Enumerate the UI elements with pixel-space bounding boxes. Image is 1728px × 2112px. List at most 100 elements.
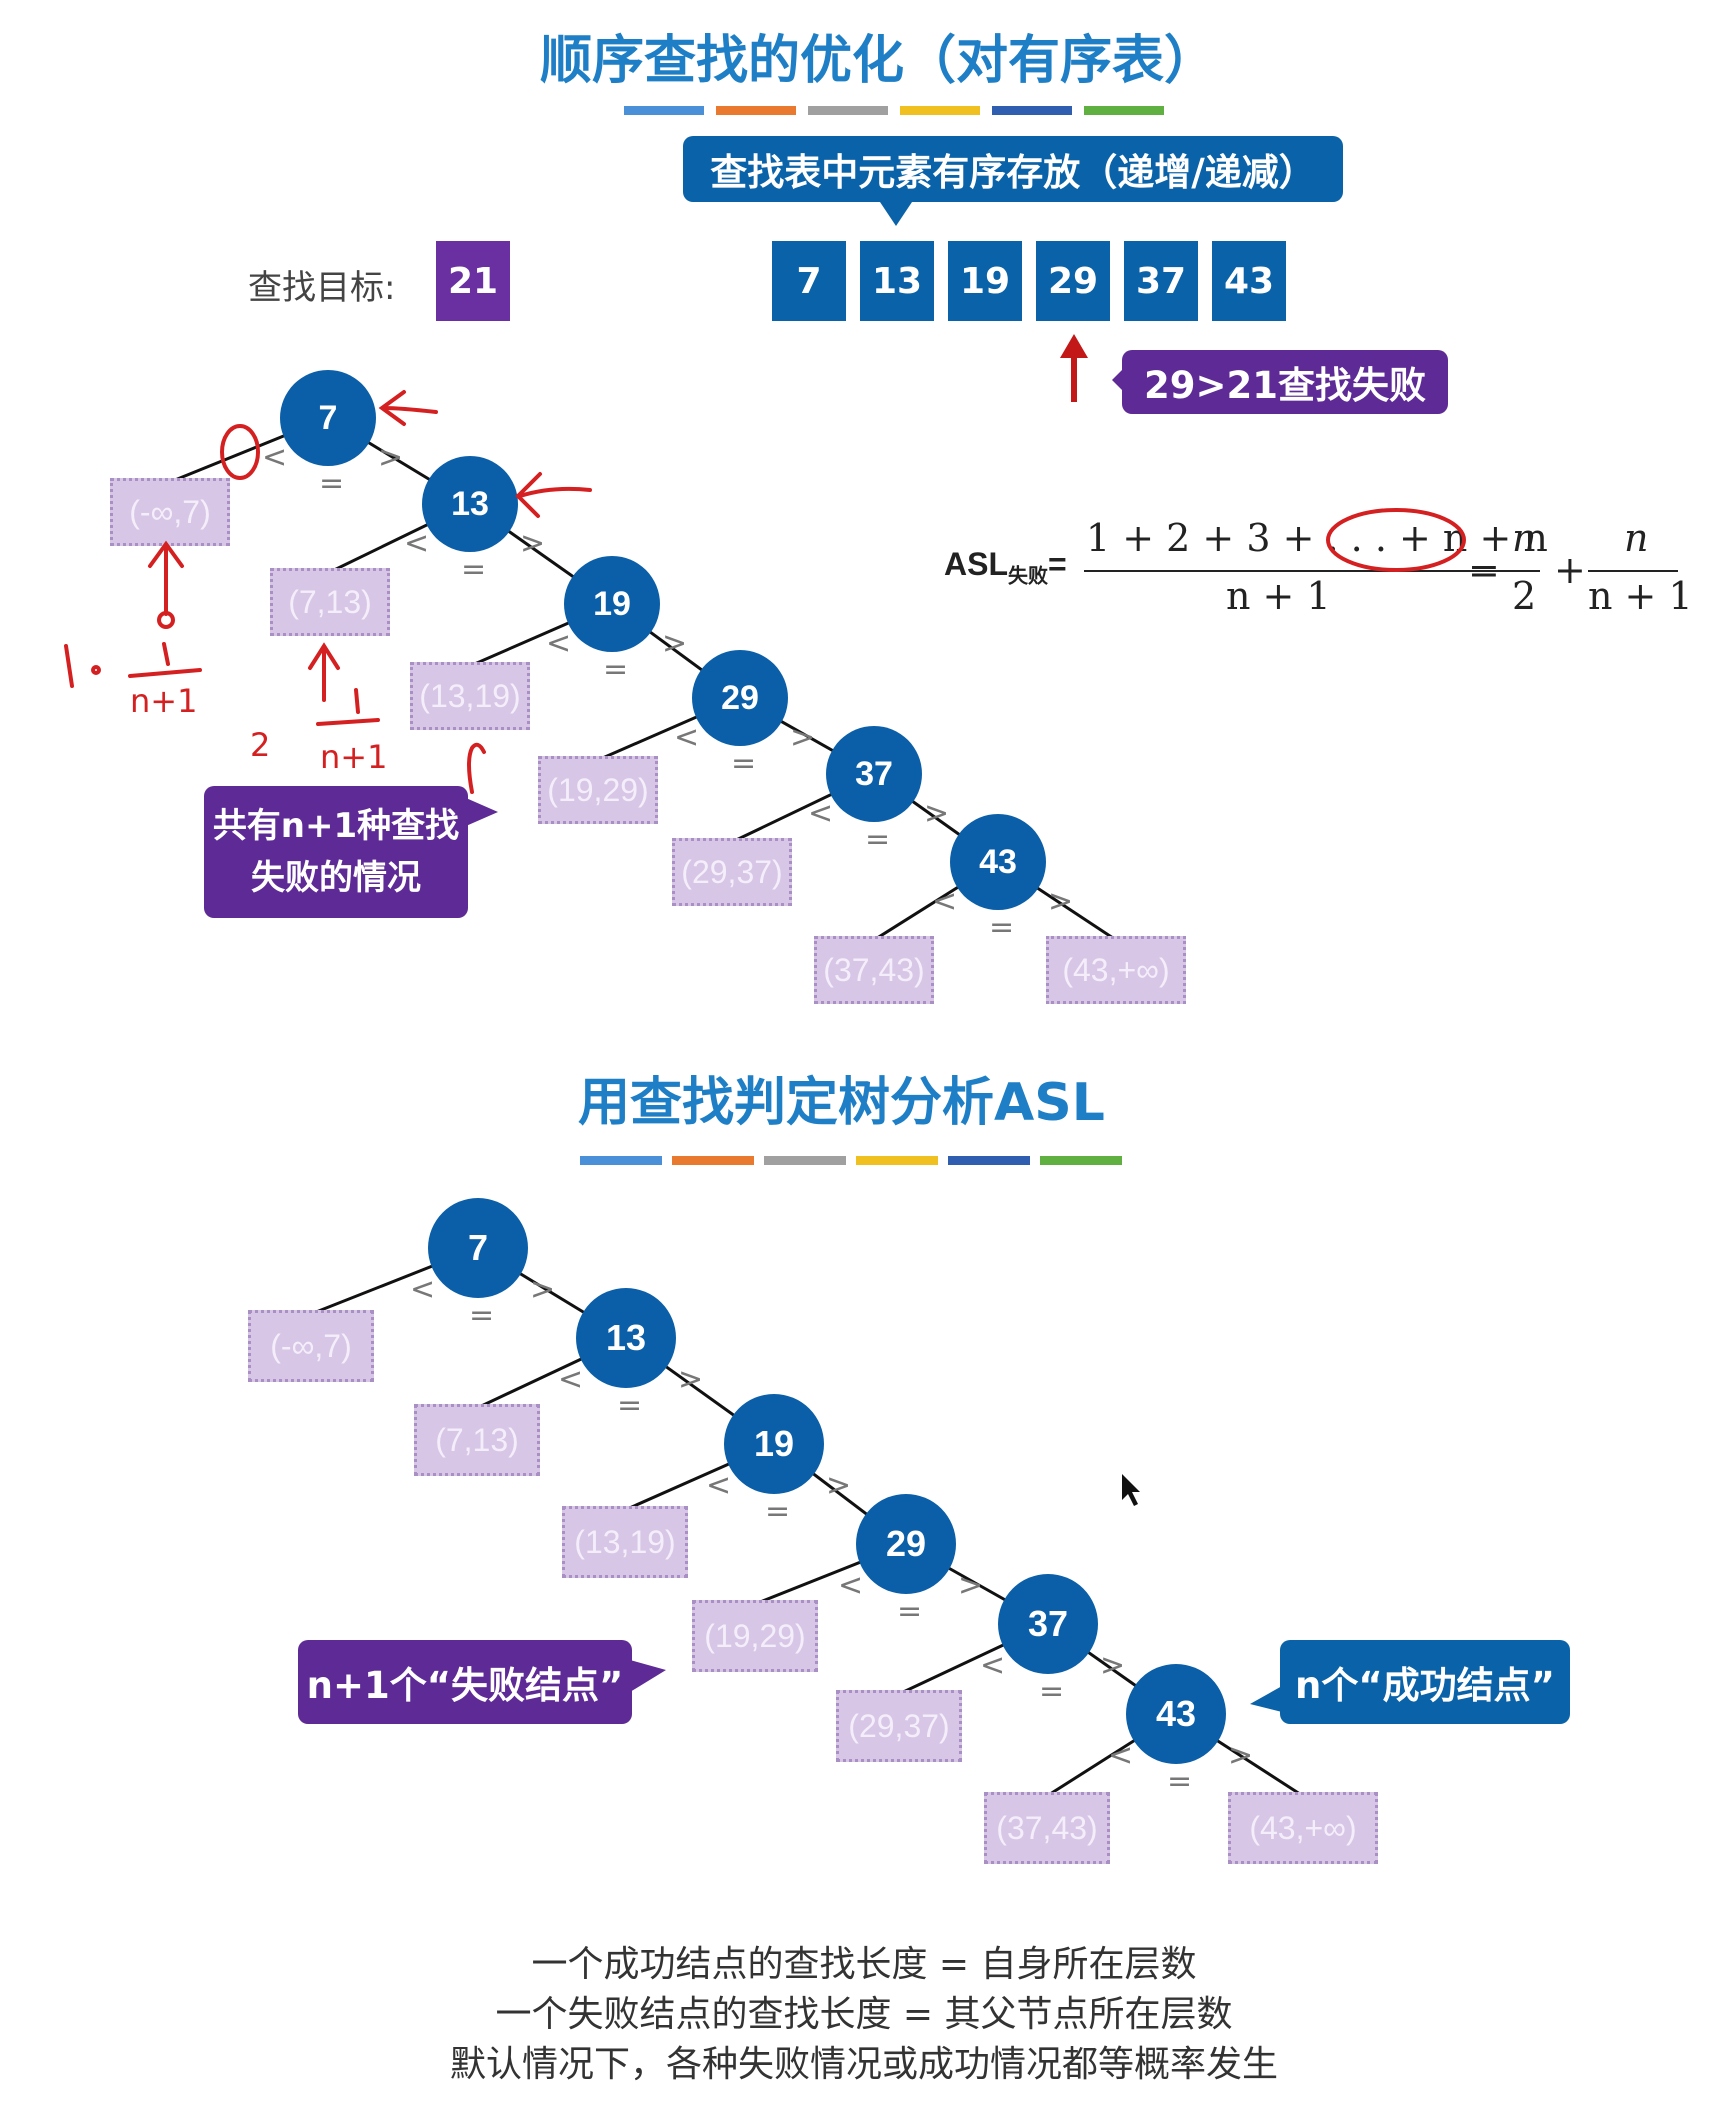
svg-text:n+1: n+1 — [130, 682, 197, 720]
fail-cases-callout: 共有n+1种查找 失败的情况 — [204, 786, 468, 918]
lt-symbol: < — [558, 1362, 584, 1397]
lt-symbol: < — [808, 796, 834, 831]
handwritten-arrows: n+1 2 n+1 — [64, 390, 592, 794]
lt-symbol: < — [404, 526, 430, 561]
asl-rhs2-line — [1588, 570, 1678, 572]
asl-sub: 失败 — [1008, 565, 1048, 588]
fail-leaf: (-∞,7) — [248, 1310, 374, 1382]
fail-cases-line2: 失败的情况 — [251, 858, 421, 898]
fail-leaf: (29,37) — [836, 1690, 962, 1762]
fail-nodes-callout-text: n+1个“失败结点” — [306, 1664, 624, 1707]
asl-formula: ASL失败= 1 + 2 + 3 + . . . + n + n n + 1 =… — [944, 510, 1693, 630]
gt-symbol: > — [924, 796, 950, 831]
tree-node: 19 — [564, 556, 660, 652]
eq-symbol: = — [765, 1494, 791, 1529]
lt-symbol: < — [546, 626, 572, 661]
color-bar — [764, 1156, 846, 1165]
asl-numerator: 1 + 2 + 3 + . . . + n + n — [1086, 516, 1548, 560]
eq-symbol: = — [897, 1594, 923, 1629]
color-bar — [580, 1156, 662, 1165]
color-bar — [900, 106, 980, 115]
asl-rhs1-den: 2 — [1512, 574, 1537, 618]
gt-symbol: > — [1100, 1648, 1126, 1683]
fail-leaf: (37,43) — [984, 1792, 1110, 1864]
footer-line3: 默认情况下，各种失败情况或成功情况都等概率发生 — [449, 2044, 1278, 2085]
lt-symbol: < — [674, 720, 700, 755]
color-bar — [672, 1156, 754, 1165]
lt-symbol: < — [410, 1272, 436, 1307]
section1-title: 顺序查找的优化（对有序表） — [540, 31, 1217, 91]
color-bar — [808, 106, 888, 115]
gt-symbol: > — [530, 1272, 556, 1307]
lt-symbol: < — [1108, 1738, 1134, 1773]
asl-eq: = — [1048, 546, 1067, 582]
gt-symbol: > — [678, 1362, 704, 1397]
footer-line2: 一个失败结点的查找长度 = 其父节点所在层数 — [495, 1994, 1233, 2035]
asl-eq2: = — [1468, 548, 1500, 592]
tree-node: 29 — [856, 1494, 956, 1594]
gt-symbol: > — [520, 526, 546, 561]
array-cell: 13 — [860, 241, 934, 321]
eq-symbol: = — [603, 652, 629, 687]
asl-rhs2-num: n — [1624, 516, 1649, 560]
tree-node: 13 — [576, 1288, 676, 1388]
asl-frac-line — [1084, 570, 1506, 572]
tree-node: 43 — [1126, 1664, 1226, 1764]
eq-symbol: = — [989, 910, 1015, 945]
gt-symbol: > — [826, 1468, 852, 1503]
ordered-table-callout-text: 查找表中元素有序存放（递增/递减） — [710, 151, 1316, 194]
array-cell: 19 — [948, 241, 1022, 321]
fail-callout: 29>21查找失败 — [1122, 350, 1448, 414]
fail-leaf: (13,19) — [410, 662, 530, 730]
gt-symbol: > — [662, 626, 688, 661]
asl-label: ASL — [944, 546, 1008, 582]
eq-symbol: = — [319, 466, 345, 501]
color-bar — [856, 1156, 938, 1165]
tree-node: 43 — [950, 814, 1046, 910]
fail-nodes-callout: n+1个“失败结点” — [298, 1640, 632, 1724]
eq-symbol: = — [1039, 1674, 1065, 1709]
lt-symbol: < — [838, 1568, 864, 1603]
target-value: 21 — [436, 241, 510, 321]
success-nodes-callout: n个“成功结点” — [1280, 1640, 1570, 1724]
tree-node: 37 — [998, 1574, 1098, 1674]
success-nodes-callout-text: n个“成功结点” — [1295, 1664, 1555, 1707]
array-cell: 43 — [1212, 241, 1286, 321]
asl-rhs1-num: n — [1512, 516, 1537, 560]
color-bar — [716, 106, 796, 115]
asl-rhs2-den: n + 1 — [1588, 574, 1693, 618]
lt-symbol: < — [262, 440, 288, 475]
eq-symbol: = — [865, 822, 891, 857]
svg-text:n+1: n+1 — [320, 738, 387, 776]
eq-symbol: = — [469, 1298, 495, 1333]
array-cell: 7 — [772, 241, 846, 321]
ordered-table-callout: 查找表中元素有序存放（递增/递减） — [683, 136, 1343, 202]
lt-symbol: < — [980, 1648, 1006, 1683]
tree-node: 37 — [826, 726, 922, 822]
asl-plus: + — [1554, 548, 1586, 592]
lt-symbol: < — [706, 1468, 732, 1503]
tree-node: 13 — [422, 456, 518, 552]
lt-symbol: < — [932, 884, 958, 919]
gt-symbol: > — [1048, 884, 1074, 919]
eq-symbol: = — [461, 552, 487, 587]
color-bar — [948, 1156, 1030, 1165]
eq-symbol: = — [731, 746, 757, 781]
fail-leaf: (19,29) — [538, 756, 658, 824]
fail-leaf: (43,+∞) — [1228, 1792, 1378, 1864]
fail-leaf: (43,+∞) — [1046, 936, 1186, 1004]
footer-line1: 一个成功结点的查找长度 = 自身所在层数 — [531, 1944, 1197, 1985]
asl-rhs1-line — [1506, 570, 1540, 572]
gt-symbol: > — [1228, 1738, 1254, 1773]
asl-denominator: n + 1 — [1226, 574, 1331, 618]
gt-symbol: > — [958, 1568, 984, 1603]
fail-leaf: (19,29) — [692, 1600, 818, 1672]
color-bar — [992, 106, 1072, 115]
fail-cases-line1: 共有n+1种查找 — [212, 806, 460, 846]
tree-node: 29 — [692, 650, 788, 746]
fail-leaf: (-∞,7) — [110, 478, 230, 546]
target-label: 查找目标: — [248, 268, 396, 308]
color-bar — [1040, 1156, 1122, 1165]
fail-cases-callout-pointer — [466, 798, 498, 826]
tree-node: 7 — [428, 1198, 528, 1298]
